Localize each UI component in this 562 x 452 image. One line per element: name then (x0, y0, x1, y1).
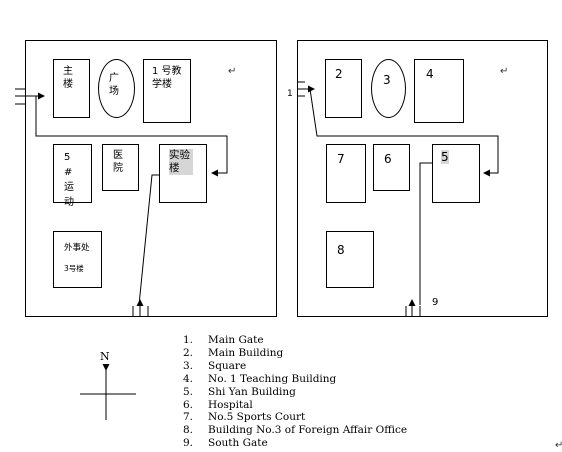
legend-item: 5. Shi Yan Building (183, 386, 407, 399)
legend-item-text: No. 1 Teaching Building (208, 372, 337, 385)
building-7-number: 7 (337, 152, 345, 166)
legend-item-number: 7. (183, 411, 194, 424)
hospital-box (102, 144, 139, 191)
right-campus-map (297, 40, 548, 317)
square-label: 广场 (109, 73, 119, 97)
main-building-label: 主楼 (63, 66, 73, 90)
legend-item-number: 9. (183, 437, 194, 450)
building-7-box (326, 144, 366, 203)
building-4-number: 4 (426, 67, 434, 81)
building-2-box (325, 59, 362, 118)
legend-item-text: Square (208, 359, 247, 372)
building-6-box (373, 144, 410, 191)
paragraph-mark: ↵ (555, 440, 562, 451)
building-4-box (414, 59, 464, 123)
main-gate-number: 1 (287, 89, 293, 99)
square-ellipse (98, 59, 135, 118)
left-campus-map (25, 40, 277, 317)
building-5-box (432, 144, 480, 203)
sports-court-box (53, 144, 92, 203)
left-main-route (35, 96, 228, 177)
left-entrance-gate (15, 88, 25, 105)
paragraph-mark: ↵ (228, 66, 237, 77)
legend-item-number: 3. (183, 359, 194, 372)
legend-item: 3. Square (183, 360, 407, 373)
building-8-number: 8 (337, 243, 345, 257)
sports-court-label: 5#运动 (64, 152, 74, 208)
legend: 1. Main Gate 2. Main Building 3. Square 4. No. … (183, 334, 407, 450)
foreign-affairs-label: 外事处 (64, 243, 90, 253)
legend-item-text: No.5 Sports Court (208, 411, 306, 424)
legend-item-text: South Gate (208, 437, 268, 450)
right-main-route (309, 88, 499, 177)
legend-item-text: Shi Yan Building (208, 385, 296, 398)
south-gate-number: 9 (432, 297, 439, 308)
building-3-number: 3 (383, 73, 391, 87)
compass-north-label: N (100, 350, 110, 363)
legend-item-number: 2. (183, 346, 194, 359)
hospital-label: 医院 (113, 150, 123, 174)
right-south-gate (405, 306, 421, 317)
legend-item: 6. Hospital (183, 399, 407, 412)
paragraph-mark: ↵ (500, 66, 509, 77)
legend-item: 7. No.5 Sports Court (183, 411, 407, 424)
legend-item-text: Hospital (208, 398, 253, 411)
legend-item: 9. South Gate (183, 437, 407, 450)
legend-item-number: 8. (183, 424, 194, 437)
legend-item: 2. Main Building (183, 347, 407, 360)
shiyan-building-label: 实验楼 (169, 149, 193, 176)
building-6-number: 6 (384, 152, 392, 166)
left-south-gate (132, 306, 149, 317)
legend-item-text: Main Building (208, 346, 284, 359)
legend-item-number: 6. (183, 398, 194, 411)
right-south-route (419, 162, 432, 305)
main-building-box (53, 59, 90, 118)
foreign-affairs-sublabel: 3号楼 (64, 264, 84, 273)
building-2-number: 2 (335, 67, 343, 81)
legend-item-text: Building No.3 of Foreign Affair Office (208, 424, 408, 437)
legend-item-text: Main Gate (208, 334, 264, 346)
foreign-affairs-box (53, 231, 102, 288)
teaching-building-label: 1 号教学楼 (152, 66, 182, 90)
left-south-route (138, 174, 159, 306)
legend-item-number: 4. (183, 372, 194, 385)
building-5-number: 5 (441, 150, 449, 164)
legend-item-number: 5. (183, 385, 194, 398)
building-8-box (326, 231, 374, 288)
legend-item: 8. Building No.3 of Foreign Affair Office (183, 424, 407, 437)
legend-item: 4. No. 1 Teaching Building (183, 373, 407, 386)
legend-item-number: 1. (183, 334, 194, 346)
building-3-ellipse (371, 59, 406, 118)
teaching-building-box (143, 59, 191, 123)
legend-item: 1. Main Gate (183, 334, 407, 347)
